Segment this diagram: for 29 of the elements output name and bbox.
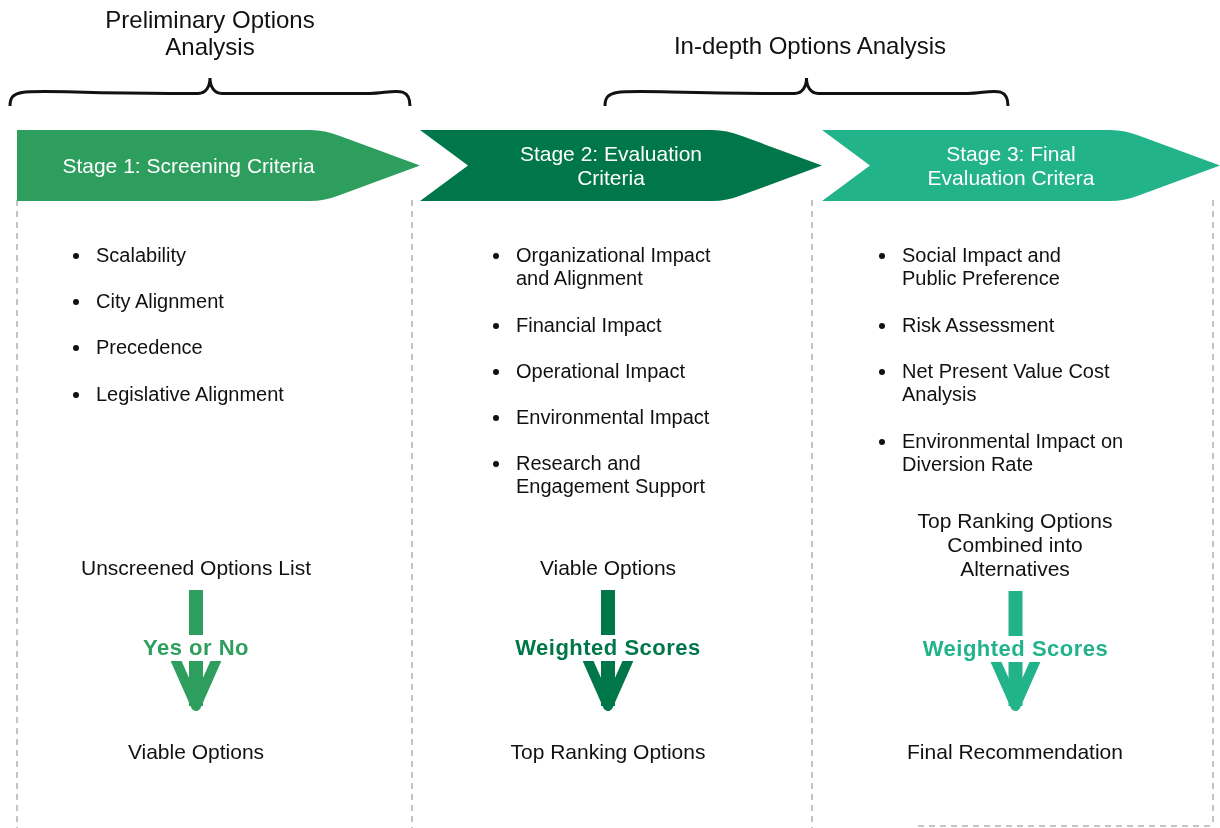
- criterion-text: Research and Engagement Support: [516, 452, 707, 498]
- criterion-text: Scalability: [96, 244, 188, 267]
- stage-banner: [17, 130, 420, 201]
- option-text: Unscreened Options List: [46, 556, 346, 580]
- flow-arrow: [580, 590, 636, 711]
- criterion-text: Social Impact and Public Preference: [902, 244, 1062, 290]
- criterion-text: City Alignment: [96, 290, 225, 313]
- option-text: Viable Options: [488, 556, 728, 580]
- stage-title: Stage 1: Screening Criteria: [62, 153, 315, 178]
- option-text: Top Ranking Options Combined into Alternatives: [907, 509, 1123, 581]
- stage-banner: [822, 130, 1220, 201]
- criterion-text: Financial Impact: [516, 314, 663, 337]
- flow-arrow: [168, 590, 224, 711]
- criterion-text: Organizational Impact and Alignment: [516, 244, 712, 290]
- criterion-text: Environmental Impact: [516, 406, 711, 429]
- option-text: Final Recommendation: [875, 740, 1155, 764]
- option-text: Top Ranking Options: [478, 740, 738, 764]
- criterion-text: Environmental Impact on Diversion Rate: [902, 430, 1125, 476]
- stage-banner: [420, 130, 822, 201]
- criterion-text: Precedence: [96, 336, 204, 359]
- criterion-text: Risk Assessment: [902, 314, 1056, 337]
- option-text: Viable Options: [76, 740, 316, 764]
- criterion-text: Operational Impact: [516, 360, 686, 383]
- phase-heading: In-depth Options Analysis: [672, 32, 948, 59]
- criterion-text: Net Present Value Cost Analysis: [902, 360, 1111, 406]
- phase-heading: Preliminary Options Analysis: [104, 6, 316, 60]
- criterion-text: Legislative Alignment: [96, 383, 285, 406]
- stage-title: Stage 3: Final Evaluation Critera: [926, 141, 1096, 190]
- stage-title: Stage 2: Evaluation Criteria: [518, 141, 704, 190]
